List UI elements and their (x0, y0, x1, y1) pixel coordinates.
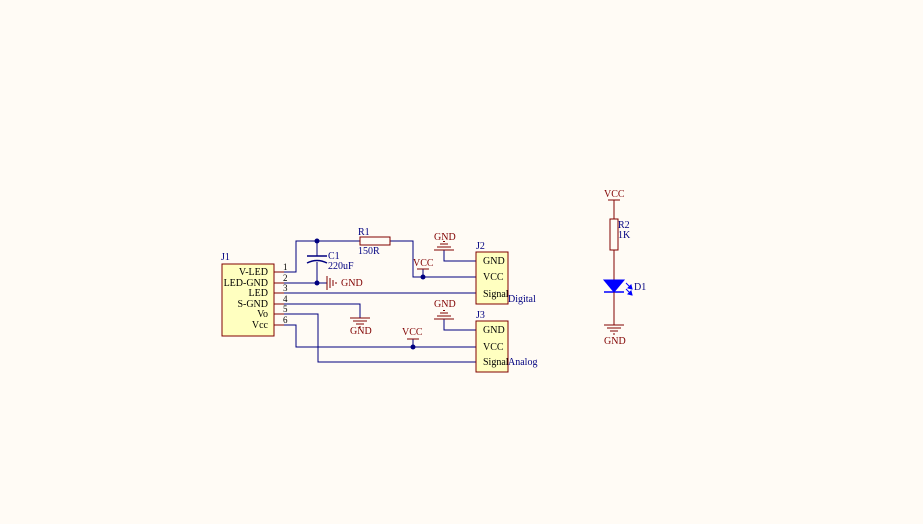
wire-vcc-j3 (284, 324, 476, 348)
j3-pin-label: GND (483, 325, 505, 336)
connector-j3: J3 GND VCC Signal Analog (475, 310, 537, 373)
j1-pin-label: LED-GND (224, 278, 268, 289)
j3-pin-label: VCC (483, 342, 504, 353)
gnd-symbol-j3: GND (434, 299, 456, 320)
junction-dot (420, 274, 426, 280)
j3-pin-label: Signal (483, 357, 509, 368)
j2-pin-label: Signal (483, 289, 509, 300)
wire-j2-gnd (443, 250, 476, 262)
r2-value: 1K (618, 230, 631, 241)
j3-body (475, 320, 509, 373)
j1-pin-number: 5 (283, 304, 288, 314)
led-circuit: VCC R2 1K D1 GND (602, 189, 646, 347)
vcc-label: VCC (413, 258, 434, 269)
gnd-label: GND (434, 232, 456, 243)
j1-pin-label: V-LED (239, 267, 268, 278)
junction-dot (410, 344, 416, 350)
d1-designator: D1 (634, 282, 646, 293)
resistor-r1: R1 150R (358, 227, 391, 257)
led-d1: D1 (602, 279, 646, 296)
vcc-symbol-j3: VCC (402, 327, 423, 340)
j1-pin-label: LED (249, 288, 268, 299)
gnd-symbol-ledgnd: GND (326, 276, 363, 290)
j1-pin-number: 1 (283, 262, 288, 272)
j1-pin-number: 2 (283, 273, 288, 283)
junctions (314, 238, 426, 350)
resistor-r2: R2 1K (609, 218, 631, 251)
j2-designator: J2 (476, 241, 485, 252)
wire-sgnd (284, 303, 361, 318)
j1-pin-label: S-GND (237, 299, 268, 310)
c1-designator: C1 (328, 251, 340, 262)
j1-designator: J1 (221, 252, 230, 263)
wires (284, 240, 476, 363)
capacitor-c1: C1 220uF (306, 251, 354, 272)
r2-designator: R2 (618, 220, 630, 231)
gnd-symbol-sgnd: GND (350, 317, 372, 337)
r1-body (359, 236, 391, 246)
junction-dot (314, 280, 320, 286)
gnd-label: GND (434, 299, 456, 310)
j1-pin-number: 3 (283, 283, 288, 293)
j2-pin-label: VCC (483, 272, 504, 283)
r2-body (609, 218, 619, 251)
j3-designator: J3 (476, 310, 485, 321)
r1-value: 150R (358, 246, 380, 257)
vcc-label: VCC (402, 327, 423, 338)
connector-j1: J1 V-LED LED-GND LED S-GND Vo Vcc 1 2 3 … (221, 252, 288, 337)
connector-j2: J2 GND VCC Signal Digital (475, 241, 536, 305)
j1-pin-label: Vo (257, 309, 268, 320)
wire-vo (284, 313, 476, 363)
j2-net-label: Digital (508, 294, 536, 305)
j2-body (475, 251, 509, 305)
wire-j3-gnd (443, 319, 476, 331)
r1-designator: R1 (358, 227, 370, 238)
wire-vled (284, 240, 360, 273)
junction-dot (314, 238, 320, 244)
led-triangle (602, 279, 626, 293)
j1-pin-number: 4 (283, 294, 288, 304)
gnd-symbol-j2: GND (434, 232, 456, 251)
gnd-symbol-led (604, 324, 624, 335)
j2-pin-label: GND (483, 256, 505, 267)
c1-value: 220uF (328, 261, 354, 272)
vcc-label: VCC (604, 189, 625, 200)
j1-pin-number: 6 (283, 315, 288, 325)
j1-pin-label: Vcc (252, 320, 269, 331)
j3-net-label: Analog (508, 357, 537, 368)
gnd-label: GND (604, 336, 626, 347)
gnd-label: GND (350, 326, 372, 337)
wire-r1-vcc (390, 240, 476, 278)
gnd-label: GND (341, 278, 363, 289)
j1-body (221, 263, 275, 337)
vcc-symbol-j2: VCC (413, 258, 434, 270)
